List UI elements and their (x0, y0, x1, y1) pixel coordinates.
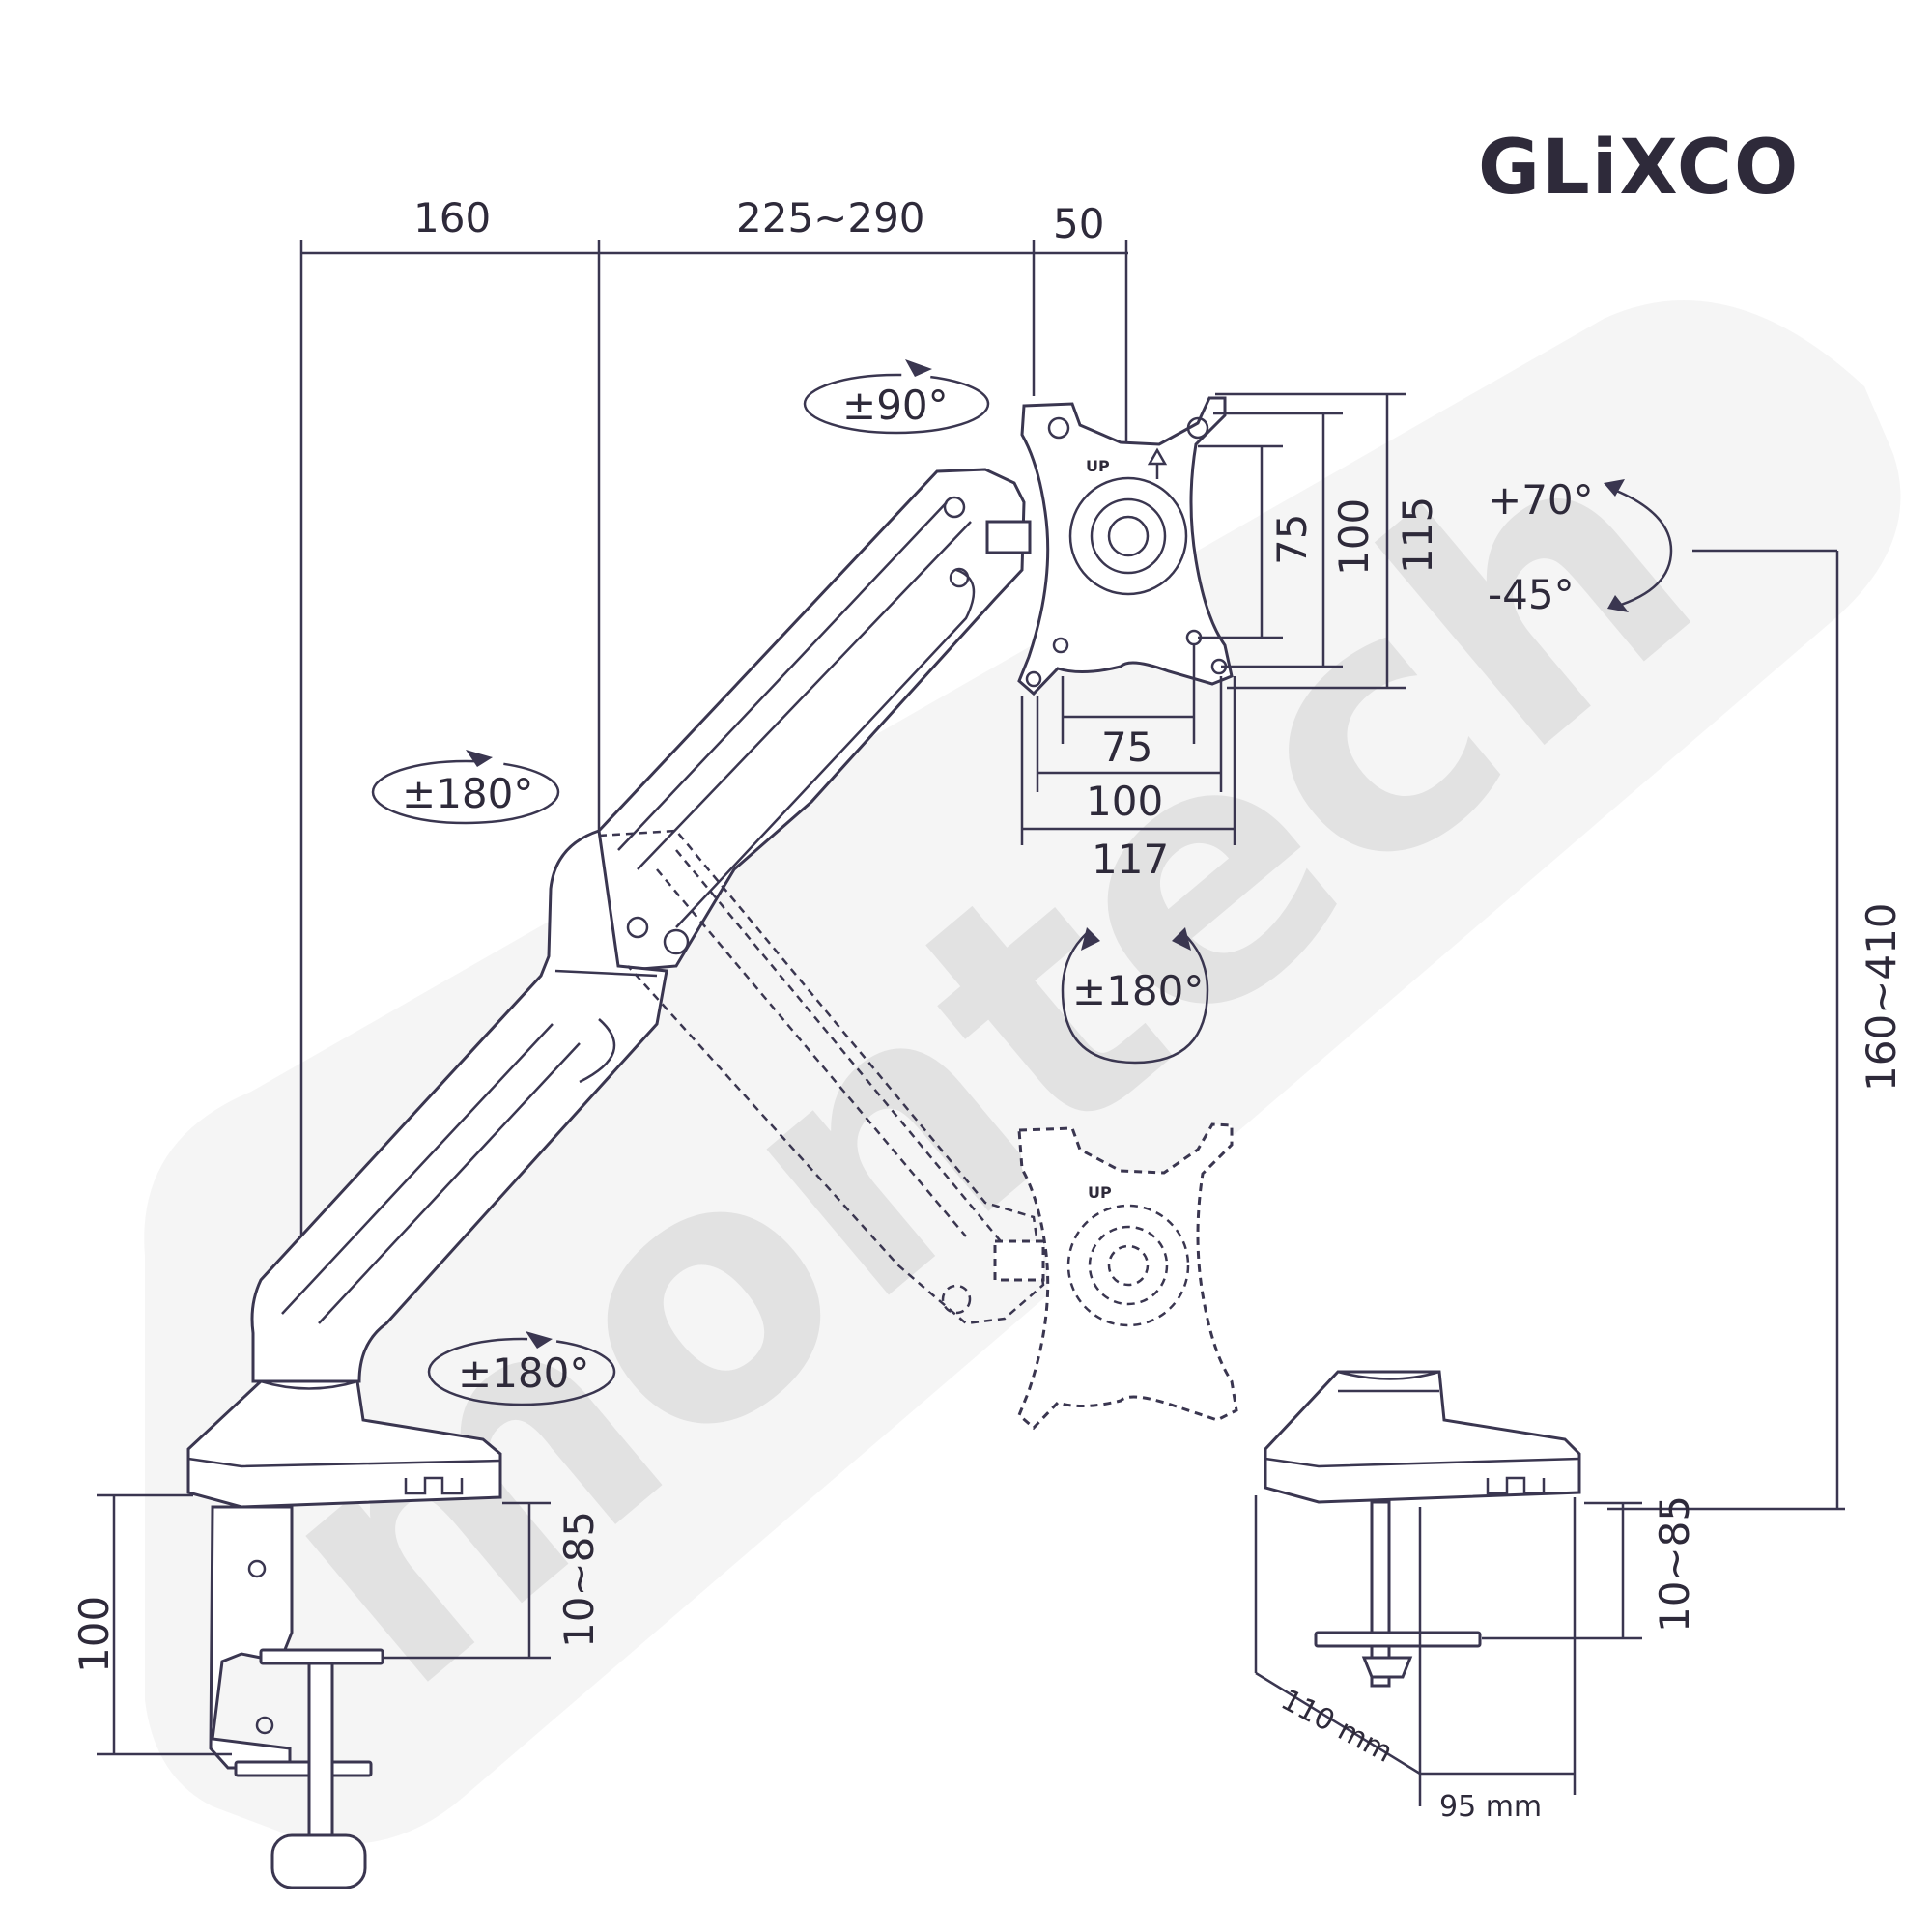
vesa-plate-top (1017, 396, 1234, 696)
arm-alternate-position (598, 829, 1045, 1325)
lower-arm (250, 829, 668, 1383)
dim-vesa-117-h: 117 (1092, 836, 1169, 883)
rotation-tilt-up: +70° (1488, 476, 1594, 524)
left-clamp-dimension-lines (97, 1493, 551, 1756)
dim-base-110: 110 mm (1275, 1683, 1398, 1770)
dim-50: 50 (1053, 200, 1104, 247)
right-base-clamp (1264, 1370, 1581, 1688)
rotation-arrow-tilt (1604, 479, 1673, 612)
dim-vesa-75-h: 75 (1101, 724, 1152, 771)
vesa-plate-bottom (1017, 1122, 1238, 1431)
label-up-top: UP (1086, 457, 1110, 475)
right-clamp-dimension-lines (1254, 1495, 1642, 1806)
left-base-clamp (186, 1379, 502, 1889)
top-dimension-lines (299, 240, 1128, 1246)
rotation-arrow-elbow (371, 750, 560, 825)
dim-225-290: 225~290 (736, 194, 925, 242)
rotation-top-swivel: ±90° (842, 382, 949, 429)
rotation-arrow-top-swivel (803, 359, 990, 435)
rotation-center: ±180° (1072, 967, 1204, 1014)
dim-clamp-100: 100 (71, 1596, 118, 1673)
dim-vesa-100-v: 100 (1330, 498, 1378, 576)
rotation-tilt-down: -45° (1488, 571, 1575, 618)
vesa-horizontal-dimension-lines (1020, 645, 1236, 845)
height-dimension-lines (1607, 549, 1845, 1511)
dim-height-range: 160~410 (1858, 902, 1905, 1092)
dim-vesa-100-h: 100 (1086, 778, 1163, 825)
dim-vesa-115-v: 115 (1394, 497, 1441, 574)
vesa-vertical-dimension-lines (1198, 392, 1406, 690)
dim-base-95: 95 mm (1439, 1790, 1542, 1824)
rotation-arrow-base (427, 1331, 616, 1406)
dim-vesa-75-v: 75 (1268, 514, 1316, 565)
dim-clamp-10-85-left: 10~85 (555, 1511, 603, 1648)
label-up-bottom: UP (1088, 1183, 1112, 1202)
rotation-base-swivel: ±180° (458, 1350, 589, 1397)
rotation-elbow-swivel: ±180° (402, 770, 533, 817)
rotation-arrow-center (1061, 927, 1209, 1065)
dim-160: 160 (413, 194, 491, 242)
dim-clamp-10-85-right: 10~85 (1651, 1495, 1698, 1633)
brand-logo: GLiXCO (1478, 125, 1800, 212)
